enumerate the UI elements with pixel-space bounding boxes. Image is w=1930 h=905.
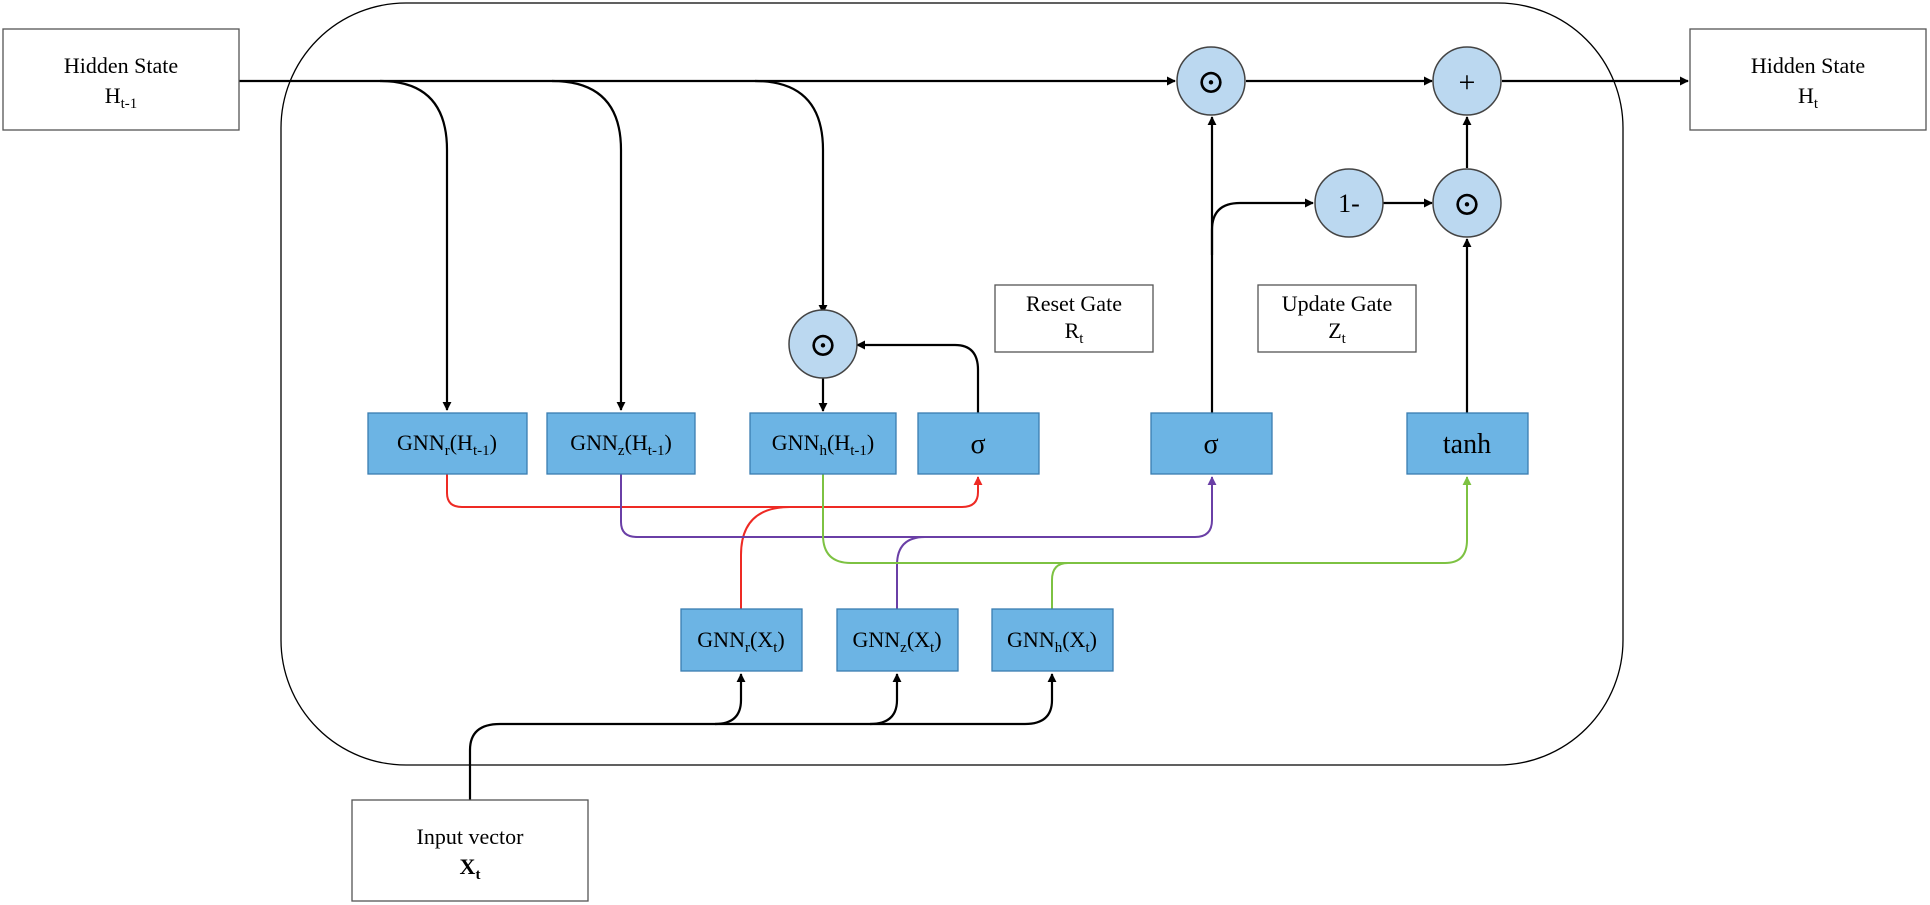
gnn-h-h-block: GNNh(Ht-1) — [749, 412, 897, 475]
hidden-state-flows — [239, 76, 1689, 800]
top-hadamard-op: ⊙ — [1176, 46, 1246, 116]
gnn-h-h-to-tanh — [822, 474, 1472, 564]
gnn-z-x-to-update-path — [896, 536, 926, 609]
svg-text:tanh: tanh — [1443, 429, 1491, 460]
update-gate-title: Update Gate — [1282, 291, 1393, 316]
h-prev-to-gnn-r — [379, 79, 452, 411]
sigma-update-block: σ — [1150, 412, 1273, 475]
one-minus-op: 1- — [1314, 168, 1384, 238]
svg-text:GNNr(Ht-1): GNNr(Ht-1) — [397, 430, 497, 459]
update-to-one-minus — [1210, 198, 1314, 255]
gnn-r-x-block: GNNr(Xt) — [680, 608, 803, 672]
gnn-z-h-block: GNNz(Ht-1) — [546, 412, 696, 475]
h-prev-to-gnn-z — [551, 79, 626, 411]
h-out-box: Hidden State Ht — [1689, 28, 1927, 131]
svg-text:⊙: ⊙ — [1197, 64, 1226, 101]
h-out-symbol: Ht — [1798, 83, 1819, 112]
svg-text:GNNz(Xt): GNNz(Xt) — [852, 627, 941, 656]
reset-gate-symbol: Rt — [1065, 318, 1085, 347]
h-prev-to-mid-hadamard — [754, 79, 828, 314]
h-prev-title: Hidden State — [64, 53, 178, 78]
h-prev-box: Hidden State Ht-1 — [2, 28, 240, 131]
input-to-gnn-h-x — [468, 673, 1057, 800]
reset-gate-label-box: Reset Gate Rt — [994, 284, 1154, 353]
svg-text:σ: σ — [970, 429, 985, 460]
gnn-h-x-to-candidate-path — [1051, 562, 1069, 609]
gnn-h-x-block: GNNh(Xt) — [991, 608, 1114, 672]
plus-op: + — [1432, 46, 1502, 116]
h-prev-symbol: Ht-1 — [105, 83, 138, 112]
gnn-r-h-block: GNNr(Ht-1) — [367, 412, 528, 475]
mid-hadamard-op: ⊙ — [788, 309, 858, 379]
right-hadamard-op: ⊙ — [1432, 168, 1502, 238]
tanh-block: tanh — [1406, 412, 1529, 475]
svg-text:σ: σ — [1203, 429, 1218, 460]
gnn-r-x-to-reset-path — [740, 506, 791, 609]
gnn-z-x-block: GNNz(Xt) — [836, 608, 959, 672]
gnn-r-h-to-sigma-reset — [446, 474, 983, 508]
gnn-z-h-to-sigma-update — [620, 474, 1217, 538]
reset-gate-title: Reset Gate — [1026, 291, 1122, 316]
update-gate-symbol: Zt — [1328, 318, 1346, 347]
sigma-reset-block: σ — [917, 412, 1040, 475]
svg-text:GNNh(Xt): GNNh(Xt) — [1007, 627, 1097, 656]
input-box: Input vector Xt — [351, 799, 589, 902]
candidate-paths — [822, 474, 1472, 609]
update-gate-label-box: Update Gate Zt — [1257, 284, 1417, 353]
input-title: Input vector — [417, 824, 525, 849]
svg-text:GNNr(Xt): GNNr(Xt) — [697, 627, 784, 656]
input-symbol: Xt — [460, 854, 481, 883]
gru-cell-boundary — [280, 2, 1624, 766]
svg-text:GNNz(Ht-1): GNNz(Ht-1) — [570, 430, 672, 459]
input-to-gnn-r-x — [714, 673, 746, 726]
h-out-title: Hidden State — [1751, 53, 1865, 78]
svg-text:⊙: ⊙ — [1453, 186, 1482, 223]
input-to-gnn-z-x — [869, 673, 902, 726]
svg-text:1-: 1- — [1338, 189, 1360, 218]
svg-text:⊙: ⊙ — [809, 327, 838, 364]
update-gate-paths — [620, 474, 1217, 609]
svg-text:GNNh(Ht-1): GNNh(Ht-1) — [772, 430, 874, 459]
sigma-reset-to-mid-hadamard — [856, 340, 980, 413]
svg-text:+: + — [1459, 66, 1476, 99]
reset-gate-paths — [446, 474, 983, 609]
